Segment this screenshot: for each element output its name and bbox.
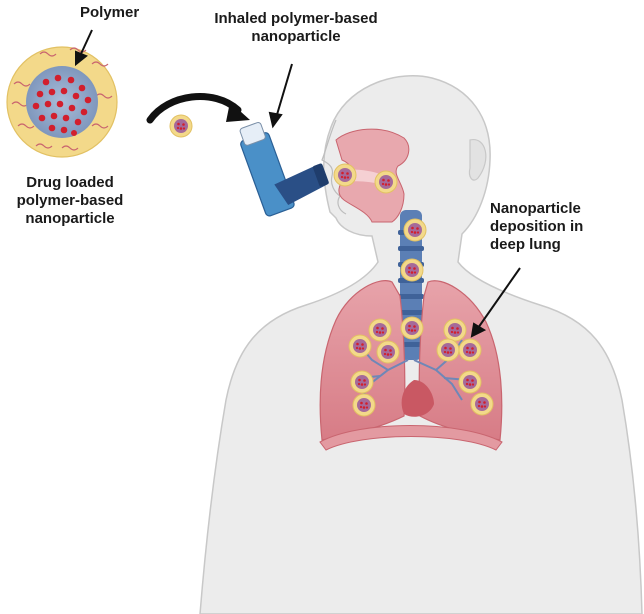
inhaled-nanoparticle-label: Inhaled polymer-based nanoparticle xyxy=(196,10,396,46)
deposition-label-line-2: deposition in xyxy=(490,218,584,235)
drug-label-line-2: polymer-based xyxy=(16,192,124,209)
inhaled-label-line-1: Inhaled polymer-based xyxy=(214,10,378,27)
inhaler xyxy=(239,121,329,217)
pointer-arrows xyxy=(75,29,521,338)
inhaled-label-line-2: nanoparticle xyxy=(251,28,341,45)
drug-loaded-label: Drug loaded polymer-based nanoparticle xyxy=(0,174,140,228)
drug-label-line-3: nanoparticle xyxy=(25,210,115,227)
deep-lung-deposition-label: Nanoparticle deposition in deep lung xyxy=(490,200,620,254)
deposition-label-line-1: Nanoparticle xyxy=(490,200,581,217)
curved-arrow xyxy=(146,93,250,124)
airborne-nanoparticle xyxy=(169,114,193,138)
polymer-label: Polymer xyxy=(80,4,140,21)
drug-label-line-1: Drug loaded xyxy=(26,174,114,191)
drug-loaded-nanoparticle xyxy=(6,46,118,158)
deposition-label-line-3: deep lung xyxy=(490,236,561,253)
